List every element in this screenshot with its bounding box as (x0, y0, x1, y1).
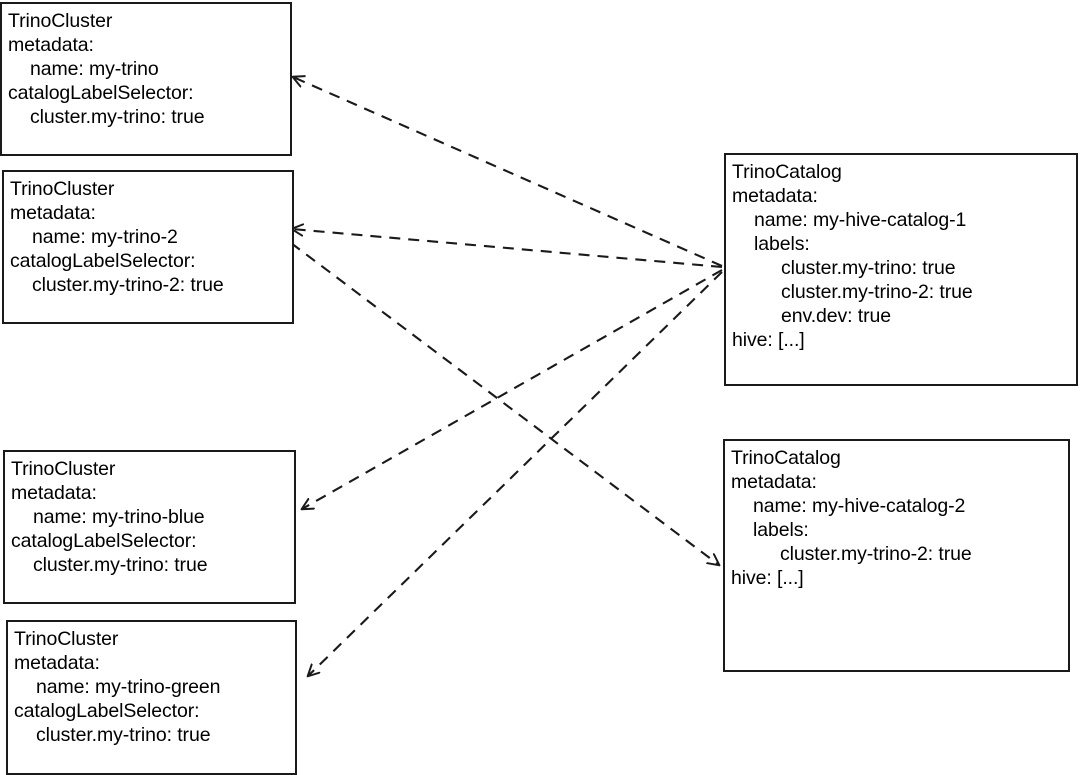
node-line: catalogLabelSelector: (14, 700, 200, 722)
node-line: cluster.my-trino-2: true (780, 543, 972, 565)
node-line: labels: (754, 233, 810, 255)
node-line: TrinoCluster (10, 178, 115, 200)
node-line: catalogLabelSelector: (8, 82, 194, 104)
node-line: cluster.my-trino-2: true (32, 274, 224, 296)
node-line: cluster.my-trino: true (33, 554, 208, 576)
node-line: cluster.my-trino-2: true (781, 281, 973, 303)
node-line: metadata: (10, 202, 96, 224)
node-line: name: my-hive-catalog-1 (754, 209, 967, 231)
node-line: metadata: (14, 652, 100, 674)
edge-catalog1-to-cluster-my-trino-blue (302, 269, 723, 509)
node-line: metadata: (731, 471, 817, 493)
node-trinocatalog-my-hive-catalog-1[interactable]: TrinoCatalog metadata: name: my-hive-cat… (724, 153, 1078, 386)
edge-catalog1-to-cluster-my-trino (293, 77, 723, 267)
edge-catalog1-to-cluster-my-trino-green (308, 271, 723, 676)
node-line: TrinoCluster (11, 458, 116, 480)
node-line: name: my-trino (30, 58, 159, 80)
node-line: hive: [...] (731, 567, 804, 589)
node-line: name: my-hive-catalog-2 (753, 495, 966, 517)
node-line: metadata: (732, 185, 818, 207)
node-line: hive: [...] (732, 329, 805, 351)
node-trinocluster-my-trino-green[interactable]: TrinoCluster metadata: name: my-trino-gr… (6, 620, 297, 775)
node-line: metadata: (11, 482, 97, 504)
edge-catalog1-to-cluster-my-trino-2 (292, 229, 723, 269)
node-trinocluster-my-trino[interactable]: TrinoCluster metadata: name: my-trino ca… (0, 2, 292, 156)
node-line: cluster.my-trino: true (781, 257, 956, 279)
node-line: name: my-trino-blue (33, 506, 205, 528)
node-line: name: my-trino-2 (32, 226, 178, 248)
node-line: env.dev: true (781, 305, 891, 327)
node-line: cluster.my-trino: true (36, 724, 211, 746)
node-line: TrinoCatalog (732, 161, 842, 183)
edge-cluster-my-trino-2-to-catalog2 (290, 242, 719, 565)
node-line: TrinoCatalog (731, 447, 841, 469)
node-line: cluster.my-trino: true (30, 106, 205, 128)
node-line: catalogLabelSelector: (10, 250, 196, 272)
node-line: TrinoCluster (8, 10, 113, 32)
node-trinocluster-my-trino-blue[interactable]: TrinoCluster metadata: name: my-trino-bl… (3, 450, 296, 604)
node-trinocatalog-my-hive-catalog-2[interactable]: TrinoCatalog metadata: name: my-hive-cat… (723, 439, 1070, 672)
node-line: catalogLabelSelector: (11, 530, 197, 552)
node-line: metadata: (8, 34, 94, 56)
node-trinocluster-my-trino-2[interactable]: TrinoCluster metadata: name: my-trino-2 … (2, 170, 294, 324)
node-line: labels: (753, 519, 809, 541)
node-line: TrinoCluster (14, 628, 119, 650)
node-line: name: my-trino-green (36, 676, 221, 698)
